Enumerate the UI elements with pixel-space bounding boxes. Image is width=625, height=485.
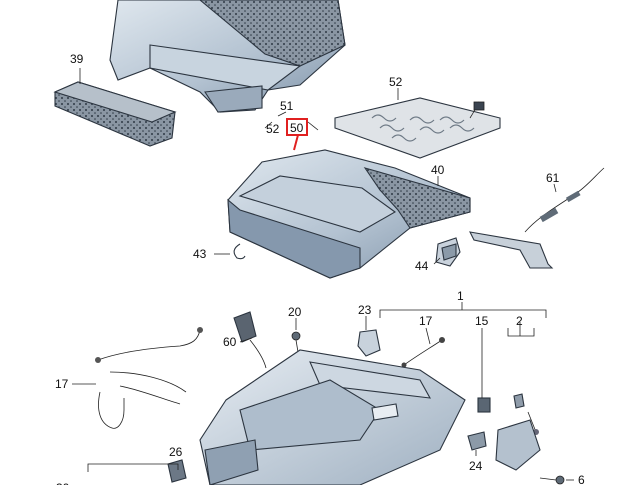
callout-30: 30: [56, 481, 70, 485]
callout-61: 61: [546, 171, 560, 185]
side-bracket: [495, 419, 541, 471]
callout-1: 1: [457, 289, 464, 303]
part-60-buckle: [233, 311, 267, 369]
part-20-bolt: [291, 331, 301, 353]
part-24-part: [467, 431, 487, 451]
part-39-foam-pad: [53, 81, 177, 147]
part-44-bracket: [435, 237, 461, 267]
callout-2: 2: [516, 314, 523, 328]
part-26-clip: [167, 459, 187, 483]
part-43-clip: [233, 243, 246, 260]
callout-20: 20: [288, 305, 302, 319]
part-23-bracket: [357, 329, 381, 357]
callout-17-right: 17: [419, 314, 433, 328]
part-17-cable-right: [401, 337, 445, 368]
part-40-seat-cushion: [227, 149, 471, 279]
part-17-cables-left: [95, 327, 203, 429]
callout-50: 50: [290, 121, 304, 135]
callout-43: 43: [193, 247, 207, 261]
part-61-harness: [469, 167, 605, 269]
callout-52-right: 52: [389, 75, 403, 89]
callout-17-left: 17: [55, 377, 69, 391]
part-6-bolt: [539, 475, 565, 485]
callout-15: 15: [475, 314, 489, 328]
top-seat-cushion: [109, 0, 346, 113]
highlight-pointer: [293, 134, 299, 151]
callout-39: 39: [70, 52, 84, 66]
callout-51: 51: [280, 99, 294, 113]
callout-60: 60: [223, 335, 237, 349]
callout-26: 26: [169, 445, 183, 459]
part-15-part: [477, 397, 491, 413]
callout-24: 24: [469, 459, 483, 473]
callout-23: 23: [358, 303, 372, 317]
callout-6: 6: [578, 473, 585, 485]
seat-frame: [199, 349, 466, 485]
leader-lines: [72, 68, 574, 481]
callout-44: 44: [415, 259, 429, 273]
part-52-heating-mat: [334, 97, 501, 159]
callout-40: 40: [431, 163, 445, 177]
group-1-bracket: [379, 302, 547, 337]
group-30-bracket: [87, 463, 179, 472]
callout-52-left: 52: [266, 122, 280, 136]
